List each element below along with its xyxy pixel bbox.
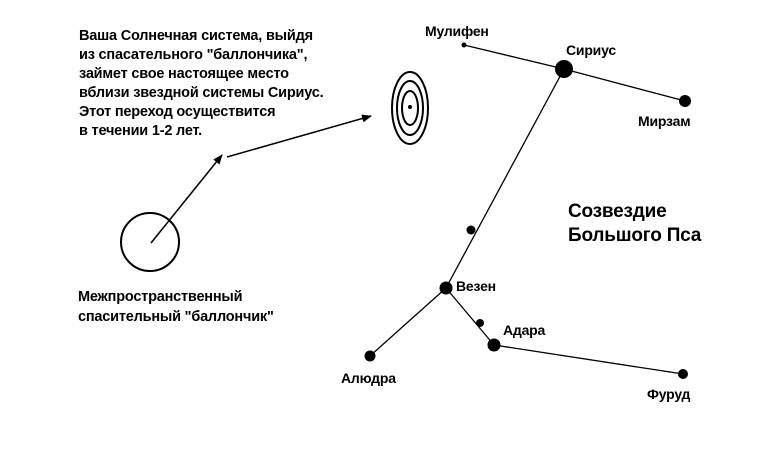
- bubble-label-line: Межпространственный: [78, 289, 243, 305]
- star-label-mirzam: Мирзам: [638, 113, 691, 129]
- star-mirzam: [679, 95, 691, 107]
- star-wezen: [439, 281, 453, 295]
- star-label-mulifen: Мулифен: [425, 23, 489, 39]
- bubble-label-line: спасительный "баллончик": [78, 309, 274, 325]
- line-wezen-aludra: [369, 287, 447, 357]
- explanation-text: Ваша Солнечная система, выйдя из спасате…: [79, 27, 324, 141]
- star-mulifen: [461, 42, 467, 48]
- arrow-note-to-solar-system: [226, 114, 372, 158]
- line-sirius-mirzam: [563, 68, 686, 102]
- line-adara-furud: [493, 344, 684, 375]
- explanation-line: из спасательного "баллончика",: [79, 47, 308, 63]
- star-label-sirius: Сириус: [566, 42, 616, 58]
- line-sirius-wezen: [445, 68, 565, 289]
- explanation-line: Этот переход осуществится: [79, 104, 276, 120]
- explanation-line: займет свое настоящее место: [79, 66, 289, 82]
- explanation-line: в течении 1-2 лет.: [79, 123, 202, 139]
- star-intermediate: [466, 225, 476, 235]
- bubble-label: Межпространственный спасительный "баллон…: [78, 287, 274, 327]
- constellation-label: Созвездие Большого Пса: [568, 200, 701, 248]
- constellation-label-line: Созвездие: [568, 201, 667, 222]
- bubble-icon: [120, 212, 180, 272]
- star-adara: [487, 338, 501, 352]
- line-mulifen-sirius: [463, 44, 565, 70]
- star-furud: [678, 369, 688, 379]
- explanation-line: Ваша Солнечная система, выйдя: [79, 28, 313, 44]
- star-small: [476, 319, 484, 327]
- star-label-furud: Фуруд: [647, 386, 691, 402]
- star-label-adara: Адара: [503, 322, 546, 338]
- star-sirius: [555, 60, 573, 78]
- arrow-bubble-to-note: [150, 154, 223, 244]
- solar-system-icon: [391, 71, 429, 145]
- star-label-wezen: Везен: [456, 278, 496, 294]
- explanation-line: вблизи звездной системы Сириус.: [79, 85, 324, 101]
- constellation-label-line: Большого Пса: [568, 225, 702, 246]
- star-aludra: [364, 350, 376, 362]
- line-wezen-adara: [445, 287, 495, 346]
- star-label-aludra: Алюдра: [341, 370, 396, 386]
